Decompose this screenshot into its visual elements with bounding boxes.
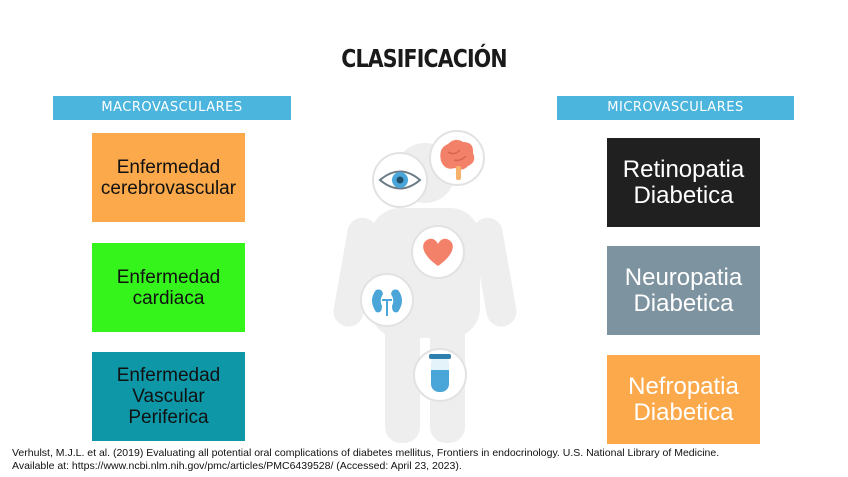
macro-box-vascular-periferica: Enfermedad Vascular Periferica bbox=[92, 352, 245, 441]
eye-icon bbox=[373, 153, 427, 207]
brain-icon bbox=[430, 131, 484, 185]
micro-label-retinopatia: Retinopatia Diabetica bbox=[623, 157, 744, 209]
test-tube-icon bbox=[414, 349, 466, 401]
page-title: CLASIFICACIÓN bbox=[76, 44, 771, 73]
citation: Verhulst, M.J.L. et al. (2019) Evaluatin… bbox=[12, 447, 842, 473]
microvasculares-header: MICROVASCULARES bbox=[557, 96, 794, 120]
kidneys-icon bbox=[361, 274, 413, 326]
macro-box-cerebrovascular: Enfermedad cerebrovascular bbox=[92, 133, 245, 222]
citation-line-2: Available at: https://www.ncbi.nlm.nih.g… bbox=[12, 460, 842, 473]
macrovasculares-header: MACROVASCULARES bbox=[53, 96, 291, 120]
macro-label-cerebrovascular: Enfermedad cerebrovascular bbox=[101, 157, 236, 199]
human-figure bbox=[330, 128, 520, 448]
macro-box-cardiaca: Enfermedad cardiaca bbox=[92, 243, 245, 332]
micro-box-neuropatia: Neuropatia Diabetica bbox=[607, 246, 760, 335]
micro-box-retinopatia: Retinopatia Diabetica bbox=[607, 138, 760, 227]
macro-label-vascular-periferica: Enfermedad Vascular Periferica bbox=[117, 365, 221, 428]
micro-box-nefropatia: Nefropatia Diabetica bbox=[607, 355, 760, 444]
heart-icon bbox=[412, 226, 464, 278]
citation-line-1: Verhulst, M.J.L. et al. (2019) Evaluatin… bbox=[12, 447, 842, 460]
micro-label-neuropatia: Neuropatia Diabetica bbox=[625, 265, 742, 317]
micro-label-nefropatia: Nefropatia Diabetica bbox=[628, 374, 739, 426]
macro-label-cardiaca: Enfermedad cardiaca bbox=[117, 267, 221, 309]
